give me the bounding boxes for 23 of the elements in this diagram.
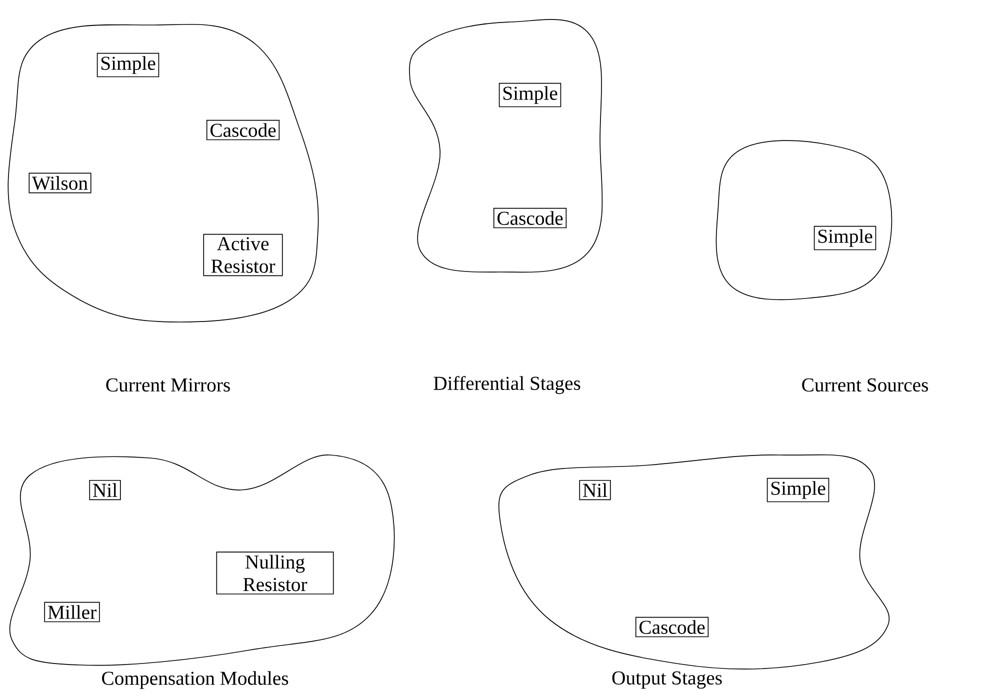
region-blob [498, 454, 890, 670]
module-box: Simple [814, 226, 876, 250]
module-box: Cascode [493, 208, 567, 228]
module-box: Simple [96, 52, 160, 78]
region-blob [409, 19, 603, 273]
module-box: Nil [579, 480, 611, 500]
region-label: Current Mirrors [106, 378, 230, 392]
region-label: Current Sources [802, 378, 928, 392]
module-box: Cascode [206, 120, 280, 140]
module-box: Wilson [28, 172, 92, 194]
module-box: Cascode [635, 616, 709, 638]
module-box: Nil [89, 480, 121, 500]
region-blob [9, 454, 395, 666]
region-label: Differential Stages [434, 376, 580, 394]
module-box: Simple [766, 478, 830, 502]
module-box: Active Resistor [203, 234, 283, 276]
module-box: Miller [44, 602, 100, 622]
region-label: Compensation Modules [102, 671, 288, 689]
region-label: Output Stages [612, 671, 722, 689]
module-box: Simple [498, 82, 562, 108]
region-blob [8, 24, 319, 322]
module-box: Nulling Resistor [216, 552, 334, 594]
region-blob [716, 140, 892, 300]
